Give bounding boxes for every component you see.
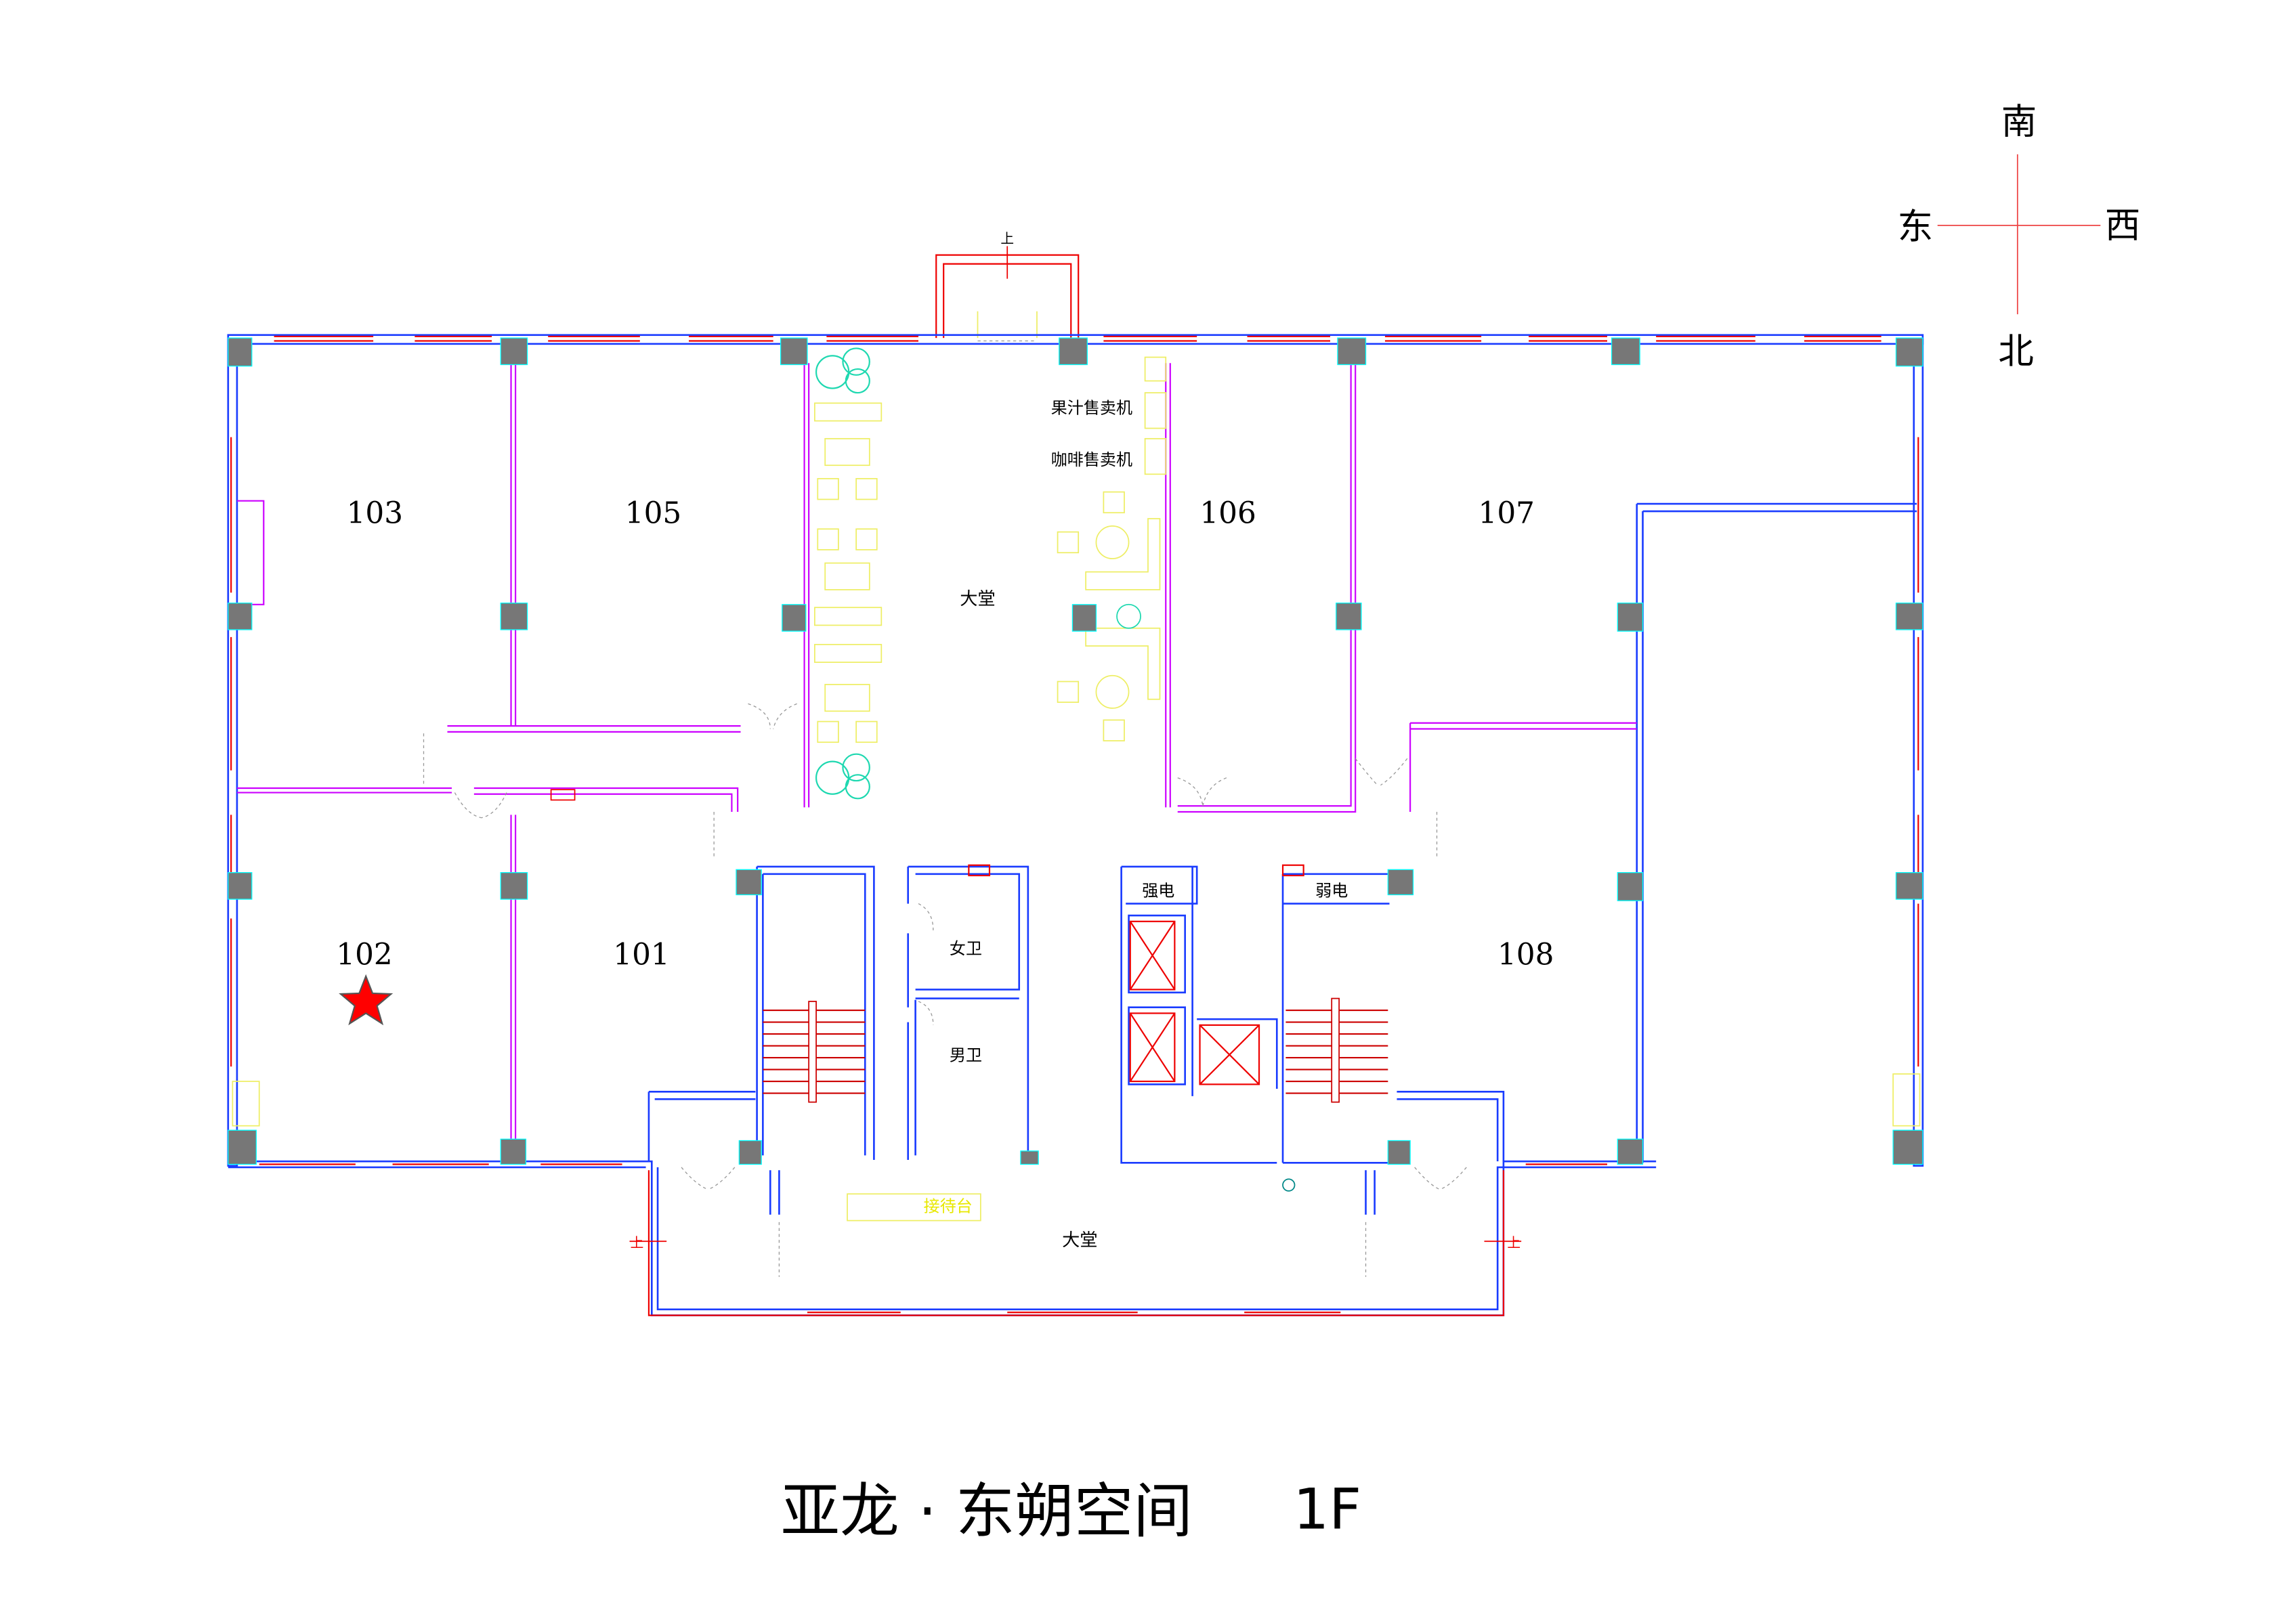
north-entrance: 上 bbox=[935, 231, 1080, 342]
title-floor: 1F bbox=[1293, 1477, 1361, 1542]
lobby-upper-label: 大堂 bbox=[960, 589, 995, 609]
room-101: 101 bbox=[613, 937, 669, 972]
coffee-vending-label: 咖啡售卖机 bbox=[1051, 450, 1132, 469]
exterior-walls bbox=[227, 334, 1924, 1316]
title: 亚龙 · 东朔空间 1F bbox=[781, 1477, 1361, 1546]
room-labels: 103 105 106 107 102 101 108 大堂 大堂 果汁售卖机 … bbox=[336, 399, 1554, 1251]
room-102: 102 bbox=[336, 937, 392, 972]
doors bbox=[423, 703, 1467, 1277]
room-106: 106 bbox=[1199, 496, 1256, 531]
up-marker-top: 上 bbox=[1000, 231, 1014, 246]
compass-west: 西 bbox=[2105, 204, 2140, 246]
staircase-right bbox=[1285, 997, 1388, 1103]
room-107: 107 bbox=[1479, 496, 1535, 531]
compass-east: 东 bbox=[1898, 207, 1933, 248]
room-105: 105 bbox=[625, 496, 681, 531]
womens-restroom-label: 女卫 bbox=[950, 939, 982, 958]
strong-power-label: 强电 bbox=[1142, 882, 1174, 901]
room-108: 108 bbox=[1497, 937, 1554, 972]
compass: 南 东 西 北 bbox=[1898, 101, 2141, 372]
staircase-left bbox=[763, 1001, 866, 1103]
title-name: 亚龙 · 东朔空间 bbox=[781, 1477, 1193, 1546]
location-star-icon bbox=[339, 974, 394, 1026]
core-area bbox=[647, 864, 1505, 1221]
lobby-lower-label: 大堂 bbox=[1062, 1230, 1097, 1251]
compass-north: 北 bbox=[1998, 330, 2033, 372]
reception-label: 接待台 bbox=[924, 1197, 973, 1216]
columns bbox=[228, 337, 1923, 1165]
juice-vending-label: 果汁售卖机 bbox=[1051, 399, 1132, 418]
room-103: 103 bbox=[347, 496, 403, 531]
up-marker-left: 上 bbox=[631, 1235, 644, 1251]
partitions bbox=[236, 363, 1637, 1148]
compass-south: 南 bbox=[2001, 101, 2037, 142]
mens-restroom-label: 男卫 bbox=[950, 1045, 982, 1064]
lobby-furniture bbox=[782, 347, 1167, 800]
up-marker-right: 上 bbox=[1507, 1235, 1521, 1251]
weak-power-label: 弱电 bbox=[1315, 882, 1348, 901]
